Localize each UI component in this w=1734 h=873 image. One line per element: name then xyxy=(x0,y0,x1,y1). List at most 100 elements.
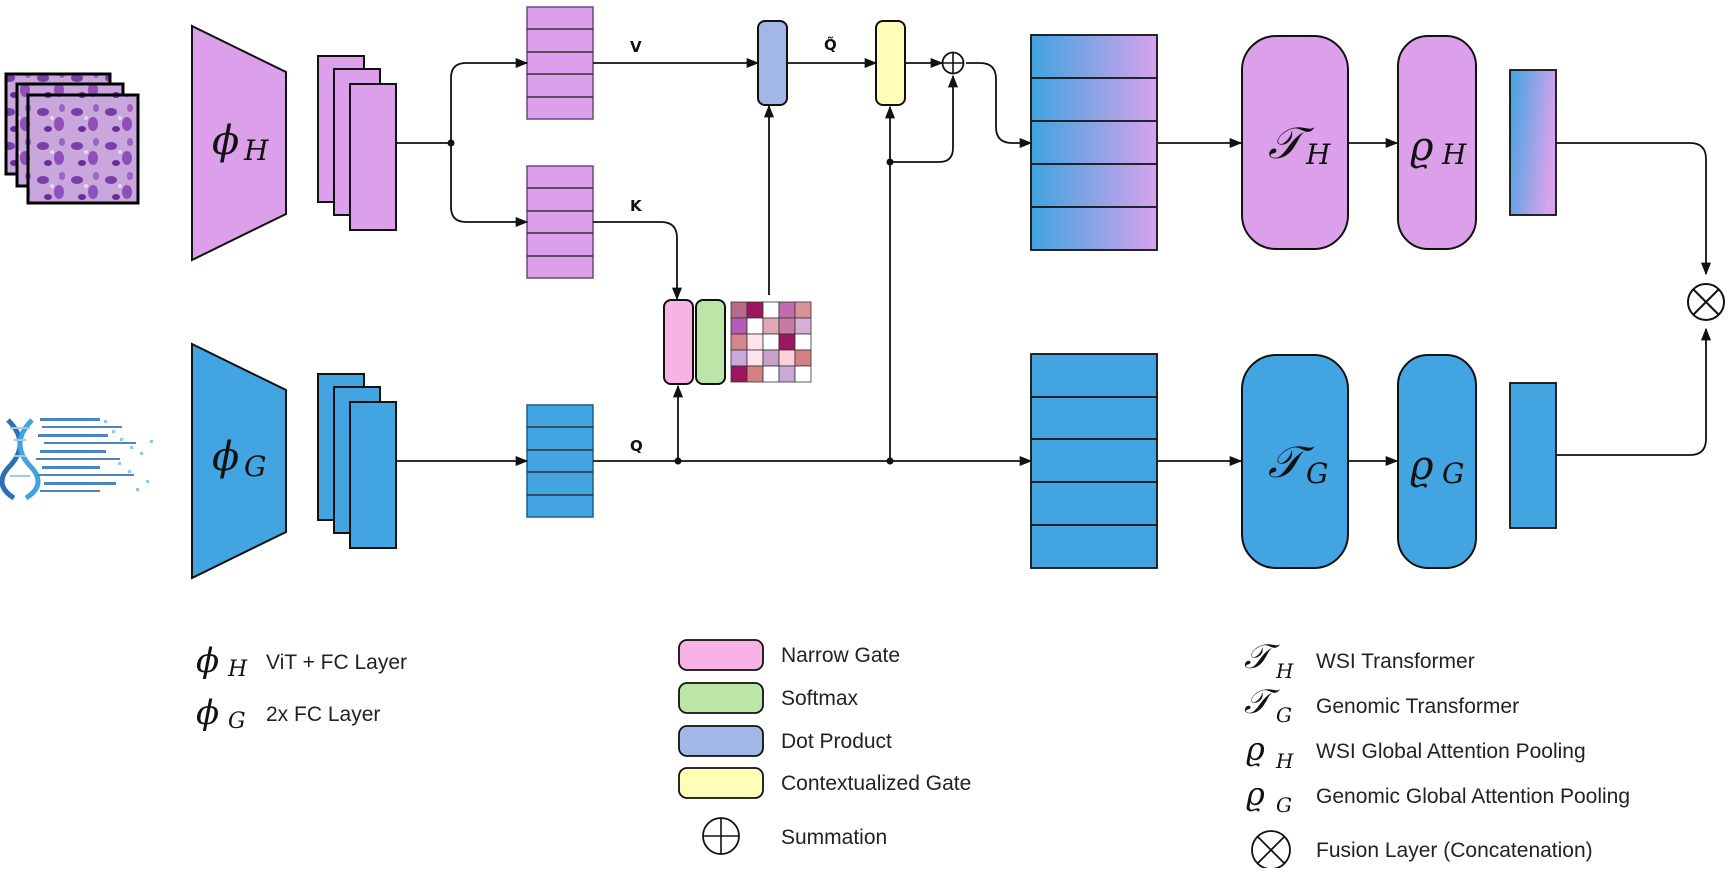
dot-product-block xyxy=(757,20,788,106)
attention-cell xyxy=(762,333,780,351)
attention-cell xyxy=(794,317,812,335)
fusion-icon xyxy=(1687,283,1725,321)
attention-cell xyxy=(794,349,812,367)
rho-h-subscript: H xyxy=(1441,138,1467,171)
wsi-transformer: 𝒯 H xyxy=(1241,35,1349,250)
attention-cell xyxy=(794,301,812,319)
legend-rho-g-subscript: G xyxy=(1276,793,1292,817)
genomic-transformer: 𝒯 G xyxy=(1241,354,1349,569)
contextualized-gate-block xyxy=(875,20,906,106)
attention-cell xyxy=(730,365,748,383)
attention-cell xyxy=(762,349,780,367)
q-token-block xyxy=(526,404,594,518)
legend-phi-h-subscript: H xyxy=(227,657,248,682)
attention-cell xyxy=(746,301,764,319)
legend-t-g-subscript: G xyxy=(1276,703,1292,727)
k-label: K xyxy=(630,197,643,215)
genomic-attention-pooling: ϱ G xyxy=(1397,354,1477,569)
t-h-subscript: H xyxy=(1305,138,1331,171)
legend-rho-h-symbol: ϱ xyxy=(1246,730,1265,768)
attention-cell xyxy=(794,365,812,383)
legend-contextualized-gate-swatch xyxy=(678,767,764,799)
attention-cell xyxy=(730,301,748,319)
legend-dot-product-text: Dot Product xyxy=(781,730,892,753)
legend-summation-text: Summation xyxy=(781,826,887,849)
q-tilde-label: Q̃ xyxy=(824,35,837,54)
legend-rho-h-text: WSI Global Attention Pooling xyxy=(1316,740,1586,763)
summation-icon xyxy=(941,51,965,75)
k-token-block xyxy=(526,165,594,279)
legend-phi-h-symbol: ϕ xyxy=(196,641,219,681)
q-label: Q xyxy=(630,437,643,455)
legend-t-h-subscript: H xyxy=(1275,659,1294,683)
attention-cell xyxy=(730,349,748,367)
legend-t-g-text: Genomic Transformer xyxy=(1316,695,1519,718)
attention-cell xyxy=(762,365,780,383)
legend-phi-g-text: 2x FC Layer xyxy=(266,703,380,726)
v-label: V xyxy=(630,38,642,56)
histo-feature-stack xyxy=(317,55,397,231)
phi-g-symbol: ϕ xyxy=(212,434,239,480)
genomic-token-block xyxy=(1030,353,1158,569)
legend-encoders: ϕ H ViT + FC Layer ϕ G 2x FC Layer xyxy=(196,641,407,734)
phi-g-encoder: ϕ G xyxy=(191,342,287,580)
attention-cell xyxy=(778,333,796,351)
attention-cell xyxy=(794,333,812,351)
attention-cell xyxy=(778,349,796,367)
t-g-subscript: G xyxy=(1306,457,1328,490)
softmax-block xyxy=(695,299,726,385)
legend-phi-g-symbol: ϕ xyxy=(196,693,219,733)
legend-rho-h-subscript: H xyxy=(1275,749,1294,773)
connectors xyxy=(396,57,1712,467)
legend-blocks: Narrow Gate Softmax Dot Product Contextu… xyxy=(678,639,971,855)
legend-t-h-text: WSI Transformer xyxy=(1316,650,1475,673)
legend-summation-icon xyxy=(702,817,740,855)
legend-contextualized-gate-text: Contextualized Gate xyxy=(781,772,971,795)
legend-fusion-icon xyxy=(1251,830,1291,870)
attention-cell xyxy=(746,365,764,383)
narrow-gate-block xyxy=(663,299,694,385)
wsi-embedding xyxy=(1509,69,1557,216)
legend-narrow-gate-text: Narrow Gate xyxy=(781,644,900,667)
legend-softmax-text: Softmax xyxy=(781,687,859,710)
phi-g-subscript: G xyxy=(244,450,266,483)
attention-cell xyxy=(778,301,796,319)
junction-dots xyxy=(447,139,894,465)
attention-cell xyxy=(746,333,764,351)
attention-matrix xyxy=(730,301,812,383)
legend-t-h-symbol: 𝒯 xyxy=(1244,637,1280,677)
attention-cell xyxy=(762,317,780,335)
attention-cell xyxy=(778,365,796,383)
rho-g-symbol: ϱ xyxy=(1410,443,1434,489)
legend-softmax-swatch xyxy=(678,682,764,714)
genomic-embedding xyxy=(1509,382,1557,529)
legend-rho-g-text: Genomic Global Attention Pooling xyxy=(1316,785,1630,808)
v-token-block xyxy=(526,6,594,120)
legend-t-g-symbol: 𝒯 xyxy=(1244,682,1280,722)
genomic-feature-stack xyxy=(317,373,397,549)
histology-image-stack xyxy=(4,72,140,205)
rho-g-subscript: G xyxy=(1442,457,1464,490)
rho-h-symbol: ϱ xyxy=(1410,124,1434,170)
phi-h-symbol: ϕ xyxy=(212,118,239,164)
attention-cell xyxy=(730,317,748,335)
attention-cell xyxy=(762,301,780,319)
legend-rho-g-symbol: ϱ xyxy=(1246,775,1265,813)
legend-phi-h-text: ViT + FC Layer xyxy=(266,651,407,674)
attention-cell xyxy=(746,317,764,335)
legend-dot-product-swatch xyxy=(678,725,764,757)
attention-cell xyxy=(746,349,764,367)
legend-narrow-gate-swatch xyxy=(678,639,764,671)
legend-modules: 𝒯 H WSI Transformer 𝒯 G Genomic Transfor… xyxy=(1244,637,1630,870)
fused-token-block xyxy=(1030,34,1158,251)
phi-h-subscript: H xyxy=(243,134,269,167)
attention-cell xyxy=(778,317,796,335)
legend-fusion-text: Fusion Layer (Concatenation) xyxy=(1316,839,1593,862)
phi-h-encoder: ϕ H xyxy=(191,24,287,262)
legend-phi-g-subscript: G xyxy=(228,709,246,734)
wsi-attention-pooling: ϱ H xyxy=(1397,35,1477,250)
dna-helix-icon xyxy=(0,418,153,501)
attention-cell xyxy=(730,333,748,351)
